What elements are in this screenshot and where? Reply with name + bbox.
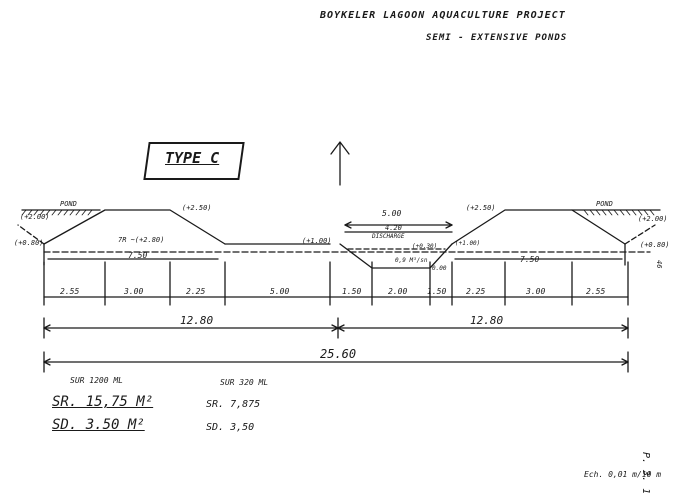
scale-label: Ech. 0,01 m/10 m	[584, 470, 662, 479]
level-left-outer: (+2.00)	[20, 213, 50, 221]
seg-right-3: 2.25	[466, 287, 485, 296]
level-channel-edge: (+0.30)	[412, 243, 437, 250]
channel-profile	[339, 243, 453, 269]
level-channel-bottom: 0.00	[432, 265, 447, 272]
notes-left-sd: SD. 3.50 M²	[52, 417, 145, 433]
page-marker: 46	[655, 260, 663, 268]
channel-mid-width: 4.20	[385, 224, 402, 232]
left-crest-width: 7.50	[128, 251, 147, 260]
total-label: 25.60	[320, 347, 356, 361]
level-left-crest: (+2.50)	[182, 204, 212, 212]
seg-left-2: 2.25	[186, 287, 205, 296]
seg-right-1: 2.00	[388, 287, 407, 296]
seg-right-0: 1.50	[342, 287, 361, 296]
notes-right-header: SUR 320 ML	[220, 378, 269, 387]
half-arrows	[43, 324, 629, 332]
right-crest-width: 7.50	[520, 255, 539, 264]
level-right-crest: (+2.50)	[466, 204, 496, 212]
notes-left-sr: SR. 15,75 M²	[52, 394, 154, 410]
seg-right-2: 1.50	[427, 287, 446, 296]
segment-ticks	[43, 261, 629, 306]
sheet-ref: P. 3. 1	[640, 452, 651, 494]
level-left-crest-note: 7R ~(+2.80)	[118, 236, 164, 244]
channel-flow: 0,9 M³/sn	[395, 257, 428, 264]
level-right-inner: (+1.00)	[455, 240, 480, 247]
half-left-label: 12.80	[180, 314, 213, 327]
north-arrow-icon	[330, 141, 350, 186]
notes-right-sr: SR. 7,875	[206, 399, 261, 410]
half-right-label: 12.80	[470, 314, 503, 327]
channel-top-arrow-left	[344, 221, 352, 229]
level-right-bottom: (+0.80)	[640, 241, 670, 249]
level-left-bottom: (+0.80)	[14, 239, 44, 247]
seg-right-4: 3.00	[525, 287, 545, 296]
seg-left-3: 5.00	[270, 287, 289, 296]
discharge-label: DISCHARGE	[371, 233, 405, 240]
left-embankment	[43, 209, 226, 245]
project-title: BOYKELER LAGOON AQUACULTURE PROJECT	[320, 10, 566, 21]
seg-left-0: 2.55	[60, 287, 79, 296]
type-label: TYPE C	[165, 149, 220, 167]
project-subtitle: SEMI - EXTENSIVE PONDS	[426, 33, 568, 43]
right-pond-slope	[624, 224, 656, 245]
seg-right-5: 2.55	[586, 287, 605, 296]
notes-right-sd: SD. 3,50	[206, 422, 255, 433]
level-center-left: (+1.00)	[302, 237, 332, 245]
right-embankment	[451, 209, 626, 245]
total-arrows	[43, 358, 629, 366]
notes-left-header: SUR 1200 ML	[70, 376, 123, 385]
left-pond-slope	[17, 224, 45, 245]
right-pond-hatch	[583, 209, 655, 216]
channel-top-arrow-right	[445, 221, 453, 229]
channel-top-width: 5.00	[382, 209, 401, 218]
left-pond-hatch	[21, 209, 93, 216]
pond-left-label: POND	[60, 200, 77, 208]
pond-right-label: POND	[596, 200, 613, 208]
level-right-outer: (+2.00)	[638, 215, 668, 223]
seg-left-1: 3.00	[123, 287, 143, 296]
